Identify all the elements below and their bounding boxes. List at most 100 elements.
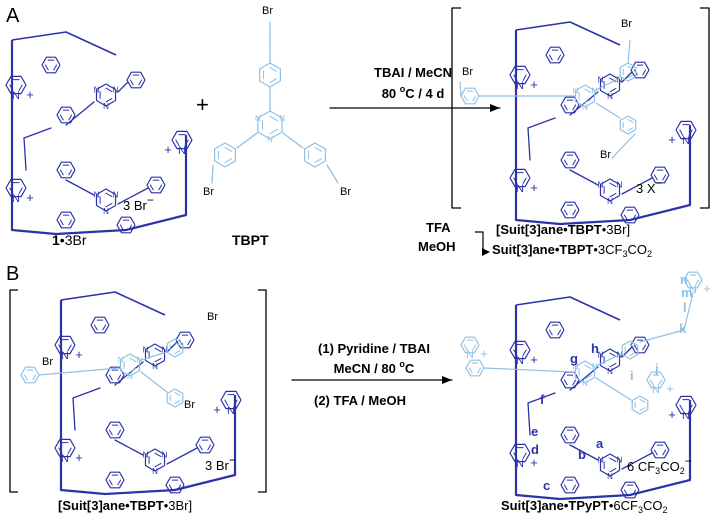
ring-double-bond <box>609 457 617 463</box>
phenylene-3 <box>146 176 166 194</box>
tbpt-bond <box>326 164 339 184</box>
core-bond <box>569 91 599 116</box>
ring-double-bond <box>609 87 617 93</box>
ring-double-bond <box>68 219 73 226</box>
ring-double-bond <box>572 484 577 491</box>
phenylene-1 <box>56 106 76 124</box>
position-c: c <box>543 478 550 493</box>
triazine-n: N <box>592 363 598 372</box>
ring-double-bond <box>117 429 122 436</box>
ring-double-bond <box>108 374 113 381</box>
ring-double-bond <box>59 114 64 121</box>
ring-double-bond <box>658 379 663 386</box>
reactant-b-br-2: Br <box>42 356 53 368</box>
ring-double-bond <box>632 214 637 221</box>
pyridinium-n: N <box>516 355 524 367</box>
ring-double-bond <box>563 379 568 386</box>
pyridinium-n: N <box>61 350 69 362</box>
ring-double-bond <box>653 449 658 456</box>
triazine-n: N <box>598 181 604 190</box>
threaded-aryl-2 <box>619 62 637 82</box>
pyridinium-plus: + <box>75 450 83 465</box>
ring-double-bond <box>59 219 64 226</box>
pyridinium-n: N <box>682 135 690 147</box>
ring-double-bond <box>44 64 49 71</box>
phenylene-6 <box>165 476 185 494</box>
threaded-aryl-1 <box>460 87 480 105</box>
phenylene-2 <box>126 71 146 89</box>
pyridinium-plus: + <box>530 77 538 92</box>
ring-double-bond <box>105 87 113 93</box>
pyridinium-plus: + <box>703 281 711 296</box>
ring-double-bond <box>584 364 592 370</box>
position-f: f <box>540 392 545 407</box>
ring-double-bond <box>563 434 568 441</box>
tbpt-br-left: Br <box>203 186 214 198</box>
ring-double-bond <box>129 79 134 86</box>
tbpt-bond <box>236 132 258 149</box>
core-bond <box>114 439 144 456</box>
ring-double-bond <box>67 447 72 454</box>
triazine-bottom <box>144 448 166 472</box>
product-b0-counter-ion: 3 Br− <box>205 453 236 473</box>
compound-1-counter-ion: 3 Br− <box>123 193 154 213</box>
pyridinium-n: N <box>466 349 474 361</box>
triazine-n: N <box>152 467 158 476</box>
pyridinium-left-bottom <box>54 438 76 458</box>
ring-double-bond <box>572 159 577 166</box>
triazine-n: N <box>127 372 133 381</box>
position-m: m <box>681 285 693 300</box>
position-l: l <box>683 300 687 315</box>
ring-double-bond <box>224 147 232 152</box>
core-bond <box>65 101 95 126</box>
triazine-n: N <box>162 346 168 355</box>
ring-double-bond <box>59 169 64 176</box>
threaded-bond <box>140 351 168 361</box>
position-labels: a b c d e f g h i j k l m n <box>531 272 693 493</box>
triazine-n: N <box>267 135 273 144</box>
ring-double-bond <box>269 128 279 135</box>
phenylene-4 <box>560 426 580 444</box>
triazine-n: N <box>118 356 124 365</box>
ring-double-bond <box>269 115 279 122</box>
ring-double-bond <box>627 118 634 123</box>
ring-double-bond <box>468 367 473 374</box>
tbpt-aryl-left <box>214 142 236 168</box>
ring-double-bond <box>32 374 37 381</box>
core-bond <box>527 402 531 436</box>
ring-double-bond <box>187 339 192 346</box>
core-bond <box>569 169 599 186</box>
ring-double-bond <box>649 379 654 386</box>
pyridinium-n: N <box>516 458 524 470</box>
tbpt-aryl-right <box>304 142 326 168</box>
triazine-n: N <box>607 92 613 101</box>
position-a: a <box>596 436 604 451</box>
ring-double-bond <box>513 74 518 81</box>
core-bond <box>114 361 144 386</box>
ring-double-bond <box>198 444 203 451</box>
bracket-right-b <box>258 289 267 493</box>
core-bond <box>72 387 101 399</box>
pyridinium-plus: + <box>213 402 221 417</box>
ring-double-bond <box>633 344 638 351</box>
ring-double-bond <box>679 129 684 136</box>
ring-double-bond <box>314 158 322 163</box>
panel-b-letter: B <box>6 263 19 285</box>
ring-double-bond <box>584 374 592 380</box>
triazine-n: N <box>592 87 598 96</box>
triazine-n: N <box>582 379 588 388</box>
pendant-pyridinium-3 <box>646 371 666 389</box>
phenylene-2 <box>630 336 650 354</box>
pyridinium-plus: + <box>668 407 676 422</box>
phenylene-5 <box>56 211 76 229</box>
core-bond <box>23 137 27 171</box>
ring-double-bond <box>584 98 592 104</box>
ring-double-bond <box>108 479 113 486</box>
ring-double-bond <box>117 479 122 486</box>
position-h: h <box>591 341 599 356</box>
phenylene-0 <box>545 46 565 64</box>
phenylene-5 <box>560 201 580 219</box>
macrocycle-frame <box>515 21 621 46</box>
reactant-b-br-1: Br <box>207 311 218 323</box>
triazine-n: N <box>94 191 100 200</box>
